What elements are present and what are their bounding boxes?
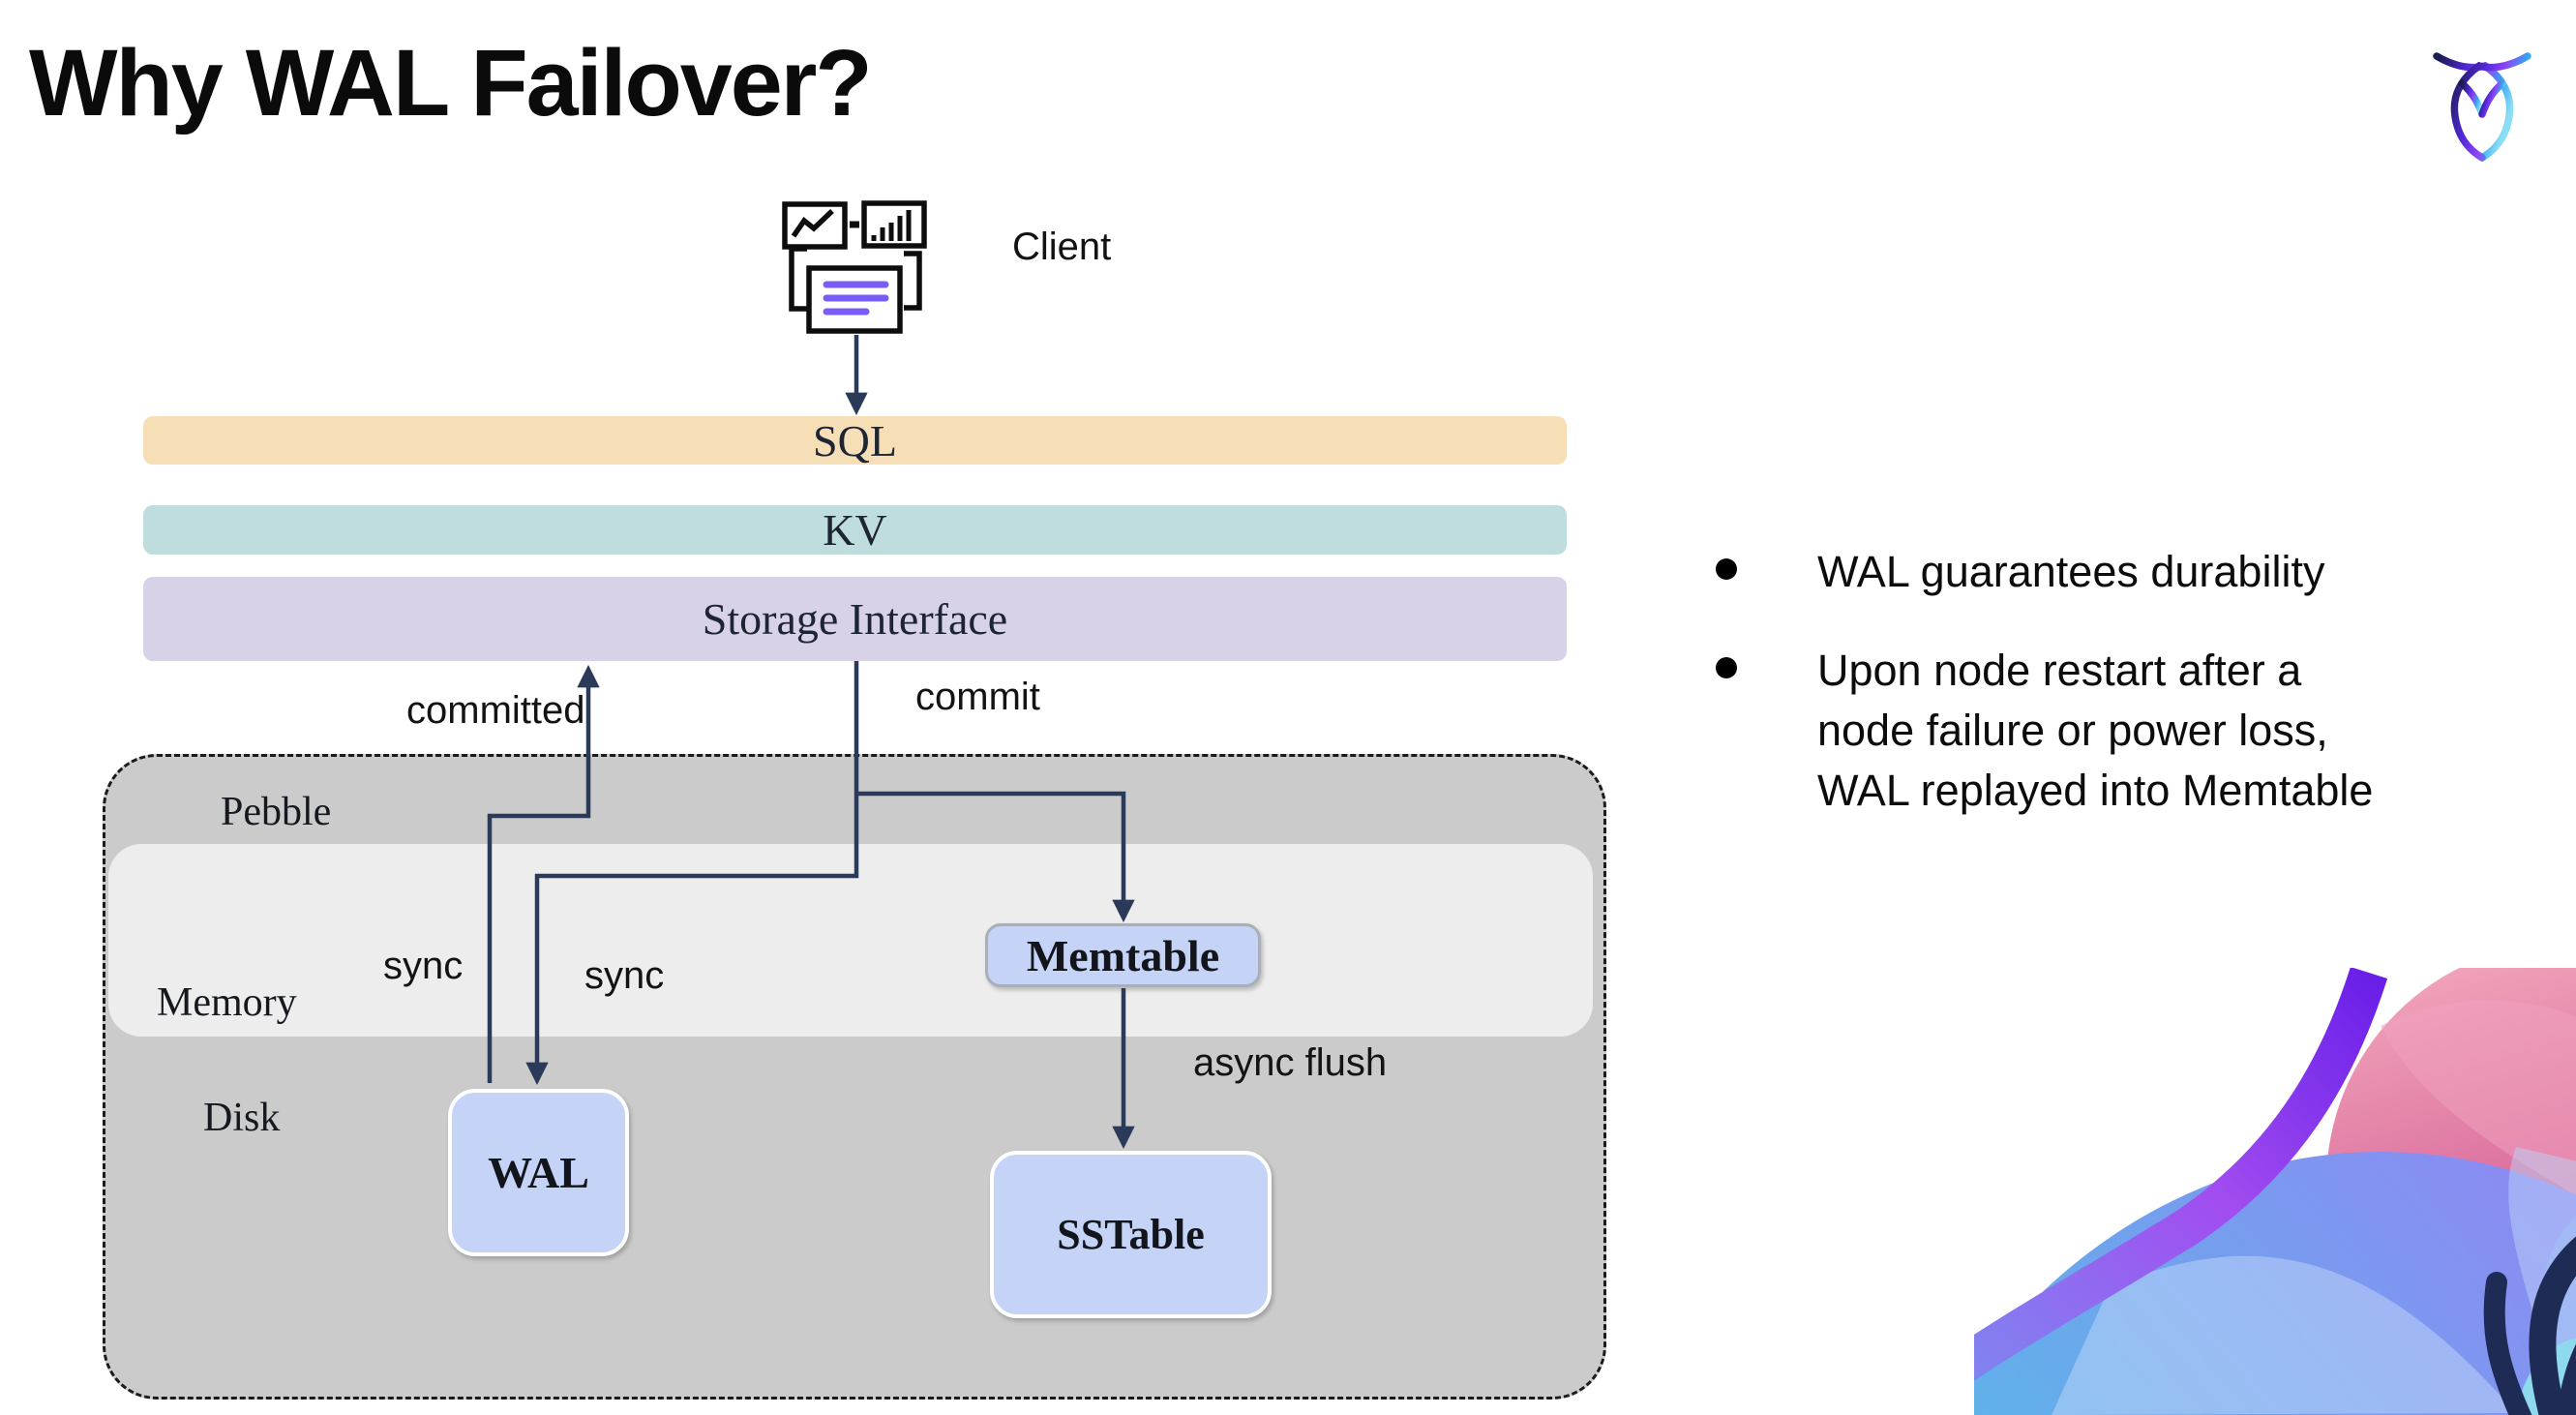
- brand-corner-art: [1974, 968, 2576, 1415]
- cockroachdb-logo-icon: [2433, 52, 2531, 162]
- disk-label: Disk: [203, 1096, 281, 1140]
- async-flush-label: async flush: [1193, 1041, 1388, 1084]
- bullet-dot: [1716, 657, 1737, 678]
- memory-label: Memory: [157, 980, 297, 1025]
- page-title: Why WAL Failover?: [29, 30, 873, 135]
- layer-storage-interface: Storage Interface: [143, 577, 1567, 661]
- bullet-line: WAL guarantees durability: [1817, 547, 2325, 596]
- bullet-item: WAL guarantees durability: [1701, 542, 2475, 602]
- client-label: Client: [1012, 226, 1112, 268]
- committed-label: committed: [406, 689, 585, 732]
- bullet-line: node failure or power loss,: [1817, 706, 2328, 755]
- memory-region: [108, 844, 1593, 1037]
- layer-kv: KV: [143, 505, 1567, 555]
- sync-left-label: sync: [383, 945, 464, 987]
- bullet-dot: [1716, 558, 1737, 580]
- cockroachdb-brand-art-icon: [1974, 968, 2576, 1415]
- layer-sql: SQL: [143, 416, 1567, 466]
- bullet-line: WAL replayed into Memtable: [1817, 766, 2374, 815]
- client-app-icon: [782, 200, 927, 334]
- bullet-item: Upon node restart after a node failure o…: [1701, 641, 2475, 821]
- bullet-line: Upon node restart after a: [1817, 646, 2302, 695]
- sstable-node: SSTable: [990, 1151, 1272, 1318]
- wal-node: WAL: [448, 1089, 629, 1256]
- pebble-label: Pebble: [221, 790, 332, 834]
- bullet-list: WAL guarantees durability Upon node rest…: [1701, 542, 2475, 859]
- memtable-node: Memtable: [985, 923, 1261, 987]
- commit-label: commit: [915, 676, 1040, 718]
- sync-right-label: sync: [584, 954, 665, 997]
